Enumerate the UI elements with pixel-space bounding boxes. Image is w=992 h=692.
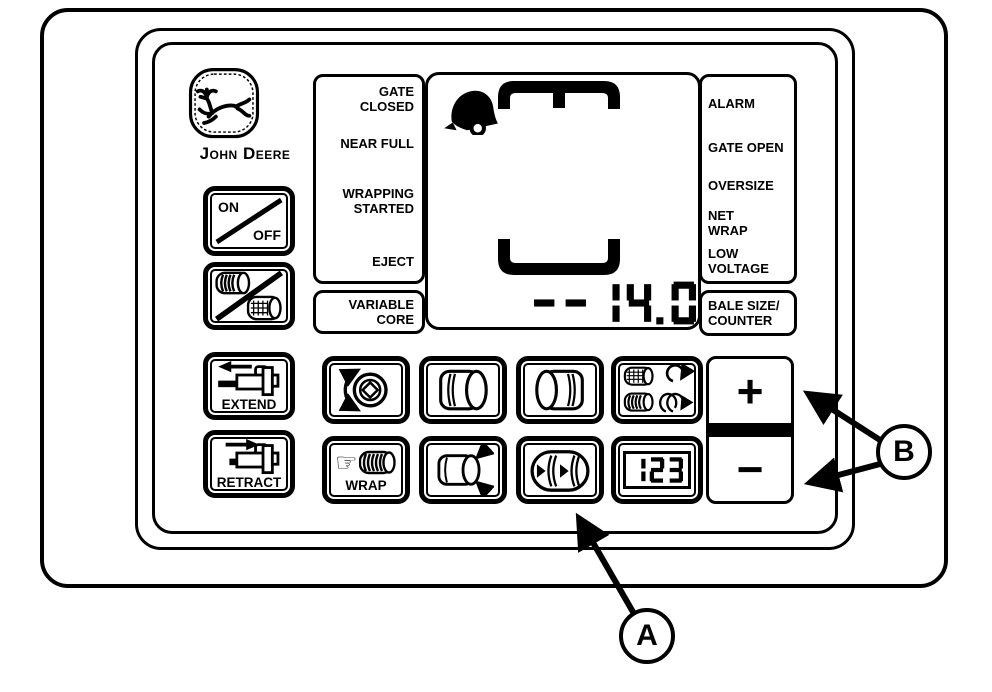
- on-label: ON: [218, 199, 239, 215]
- status-label-net-wrap: NET WRAP: [708, 208, 748, 238]
- status-label-alarm: ALARM: [708, 96, 755, 111]
- bale-size-counter-label: BALE SIZE/ COUNTER: [708, 298, 780, 328]
- wrap-button[interactable]: ☞ WRAP: [322, 436, 410, 504]
- core-wrap-icon: [338, 368, 388, 412]
- status-label-near-full: NEAR FULL: [340, 136, 414, 151]
- pointing-hand-icon: ☞: [335, 448, 358, 478]
- bale-cylinder-right-icon: [535, 369, 584, 411]
- left-status-panel: GATE CLOSED NEAR FULL WRAPPING STARTED E…: [313, 74, 425, 284]
- leaping-deer-icon: [195, 87, 252, 125]
- plus-minus-keys: + −: [706, 356, 794, 504]
- callout-b: B: [876, 424, 932, 480]
- wrap-label: WRAP: [345, 477, 387, 493]
- retract-button[interactable]: RETRACT: [203, 430, 295, 498]
- loop-arrow-icon: [665, 365, 694, 383]
- wrap-count-button[interactable]: [611, 356, 703, 424]
- console-mid-frame: [135, 28, 855, 550]
- net-twine-wraps-icon: [623, 365, 694, 413]
- counter-display-icon: [623, 451, 691, 489]
- plus-minus-divider: [709, 423, 791, 437]
- twine-roll-icon: [215, 271, 251, 295]
- bale-size-arrows-icon: [437, 445, 494, 495]
- minus-button[interactable]: −: [736, 443, 764, 495]
- bale-density-button[interactable]: [516, 436, 604, 504]
- status-label-eject: EJECT: [372, 254, 414, 269]
- status-label-low-voltage: LOW VOLTAGE: [708, 246, 769, 276]
- status-label-gate-open: GATE OPEN: [708, 140, 784, 155]
- variable-core-panel: VARIABLE CORE: [313, 290, 425, 334]
- bale-chamber-bottom-icon: [498, 239, 620, 275]
- twine-net-cutoff-button[interactable]: [203, 262, 295, 330]
- console-panel: [152, 42, 838, 534]
- counter-digits: [641, 457, 683, 483]
- slash-icon: [214, 271, 284, 321]
- brand-wordmark: John Deere: [199, 144, 291, 163]
- slash-icon: [215, 197, 283, 245]
- plus-button[interactable]: +: [736, 365, 764, 417]
- net-roll-icon: [623, 366, 654, 386]
- brand-block: John Deere: [183, 66, 307, 164]
- callout-a: A: [619, 608, 675, 664]
- bale-size-counter-panel: BALE SIZE/ COUNTER: [699, 290, 797, 336]
- status-label-oversize: OVERSIZE: [708, 178, 774, 193]
- lcd-display: [425, 72, 701, 330]
- bale-left-button[interactable]: [419, 356, 507, 424]
- extend-label: EXTEND: [221, 396, 277, 412]
- bale-compress-icon: [530, 450, 590, 492]
- counter-button[interactable]: [611, 436, 703, 504]
- twine-net-slash-icon: [214, 271, 284, 321]
- bale-right-button[interactable]: [516, 356, 604, 424]
- status-label-wrapping-started: WRAPPING STARTED: [342, 186, 415, 216]
- twine-roll-icon: [623, 392, 654, 412]
- status-label-gate-closed: GATE CLOSED: [359, 84, 414, 114]
- extend-button[interactable]: EXTEND: [203, 352, 295, 420]
- bale-cylinder-left-icon: [439, 369, 488, 411]
- twine-roll-icon: [358, 450, 396, 474]
- variable-core-label: VARIABLE CORE: [348, 297, 414, 327]
- john-deere-logo-icon: [188, 68, 260, 139]
- extend-actuator-icon: [218, 361, 280, 397]
- bale-chamber-top-icon: [498, 81, 620, 109]
- off-label: OFF: [253, 227, 281, 243]
- display-value: [534, 281, 696, 325]
- net-roll-icon: [246, 295, 282, 321]
- retract-label: RETRACT: [216, 474, 282, 490]
- right-status-panel: ALARM GATE OPEN OVERSIZE NET WRAP LOW VO…: [699, 74, 797, 284]
- console-outer-frame: [40, 8, 948, 588]
- variable-core-button[interactable]: [322, 356, 410, 424]
- spiral-arrow-icon: [659, 392, 694, 413]
- bale-size-button[interactable]: [419, 436, 507, 504]
- on-off-button[interactable]: ON OFF: [203, 186, 295, 256]
- retract-actuator-icon: [225, 439, 280, 475]
- alarm-bell-icon: [444, 90, 498, 135]
